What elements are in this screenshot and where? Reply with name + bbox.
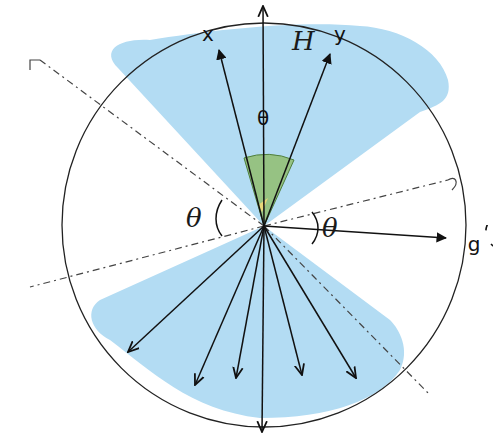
vector-label: y [334,24,346,44]
angle-wedge [244,154,294,226]
angle-label: θ [257,108,269,128]
vector-x [219,50,264,226]
dashed-end [30,60,40,70]
hand-arrow [236,226,264,378]
hand-arrow [195,226,264,385]
hand-arrow [264,226,356,378]
angle-arc [312,212,318,244]
angle-arc [216,200,222,236]
hand-note: θ [186,205,202,231]
vector-label: x [202,24,214,44]
lower-cone [91,226,404,418]
vector-y [264,54,330,226]
hand-arrow [262,226,264,432]
dashed-line [30,226,264,287]
hand-arrow [264,226,302,375]
dashed-line [40,60,264,226]
dashed-line [264,226,430,395]
node-text: g [455,234,493,254]
circled-label: g [455,225,493,263]
upper-cone [111,24,449,226]
hand-note: H [292,28,315,54]
dashed-end [448,178,456,190]
vector-g [264,226,446,238]
dashed-line [264,180,448,226]
hand-note: θ [322,215,338,241]
